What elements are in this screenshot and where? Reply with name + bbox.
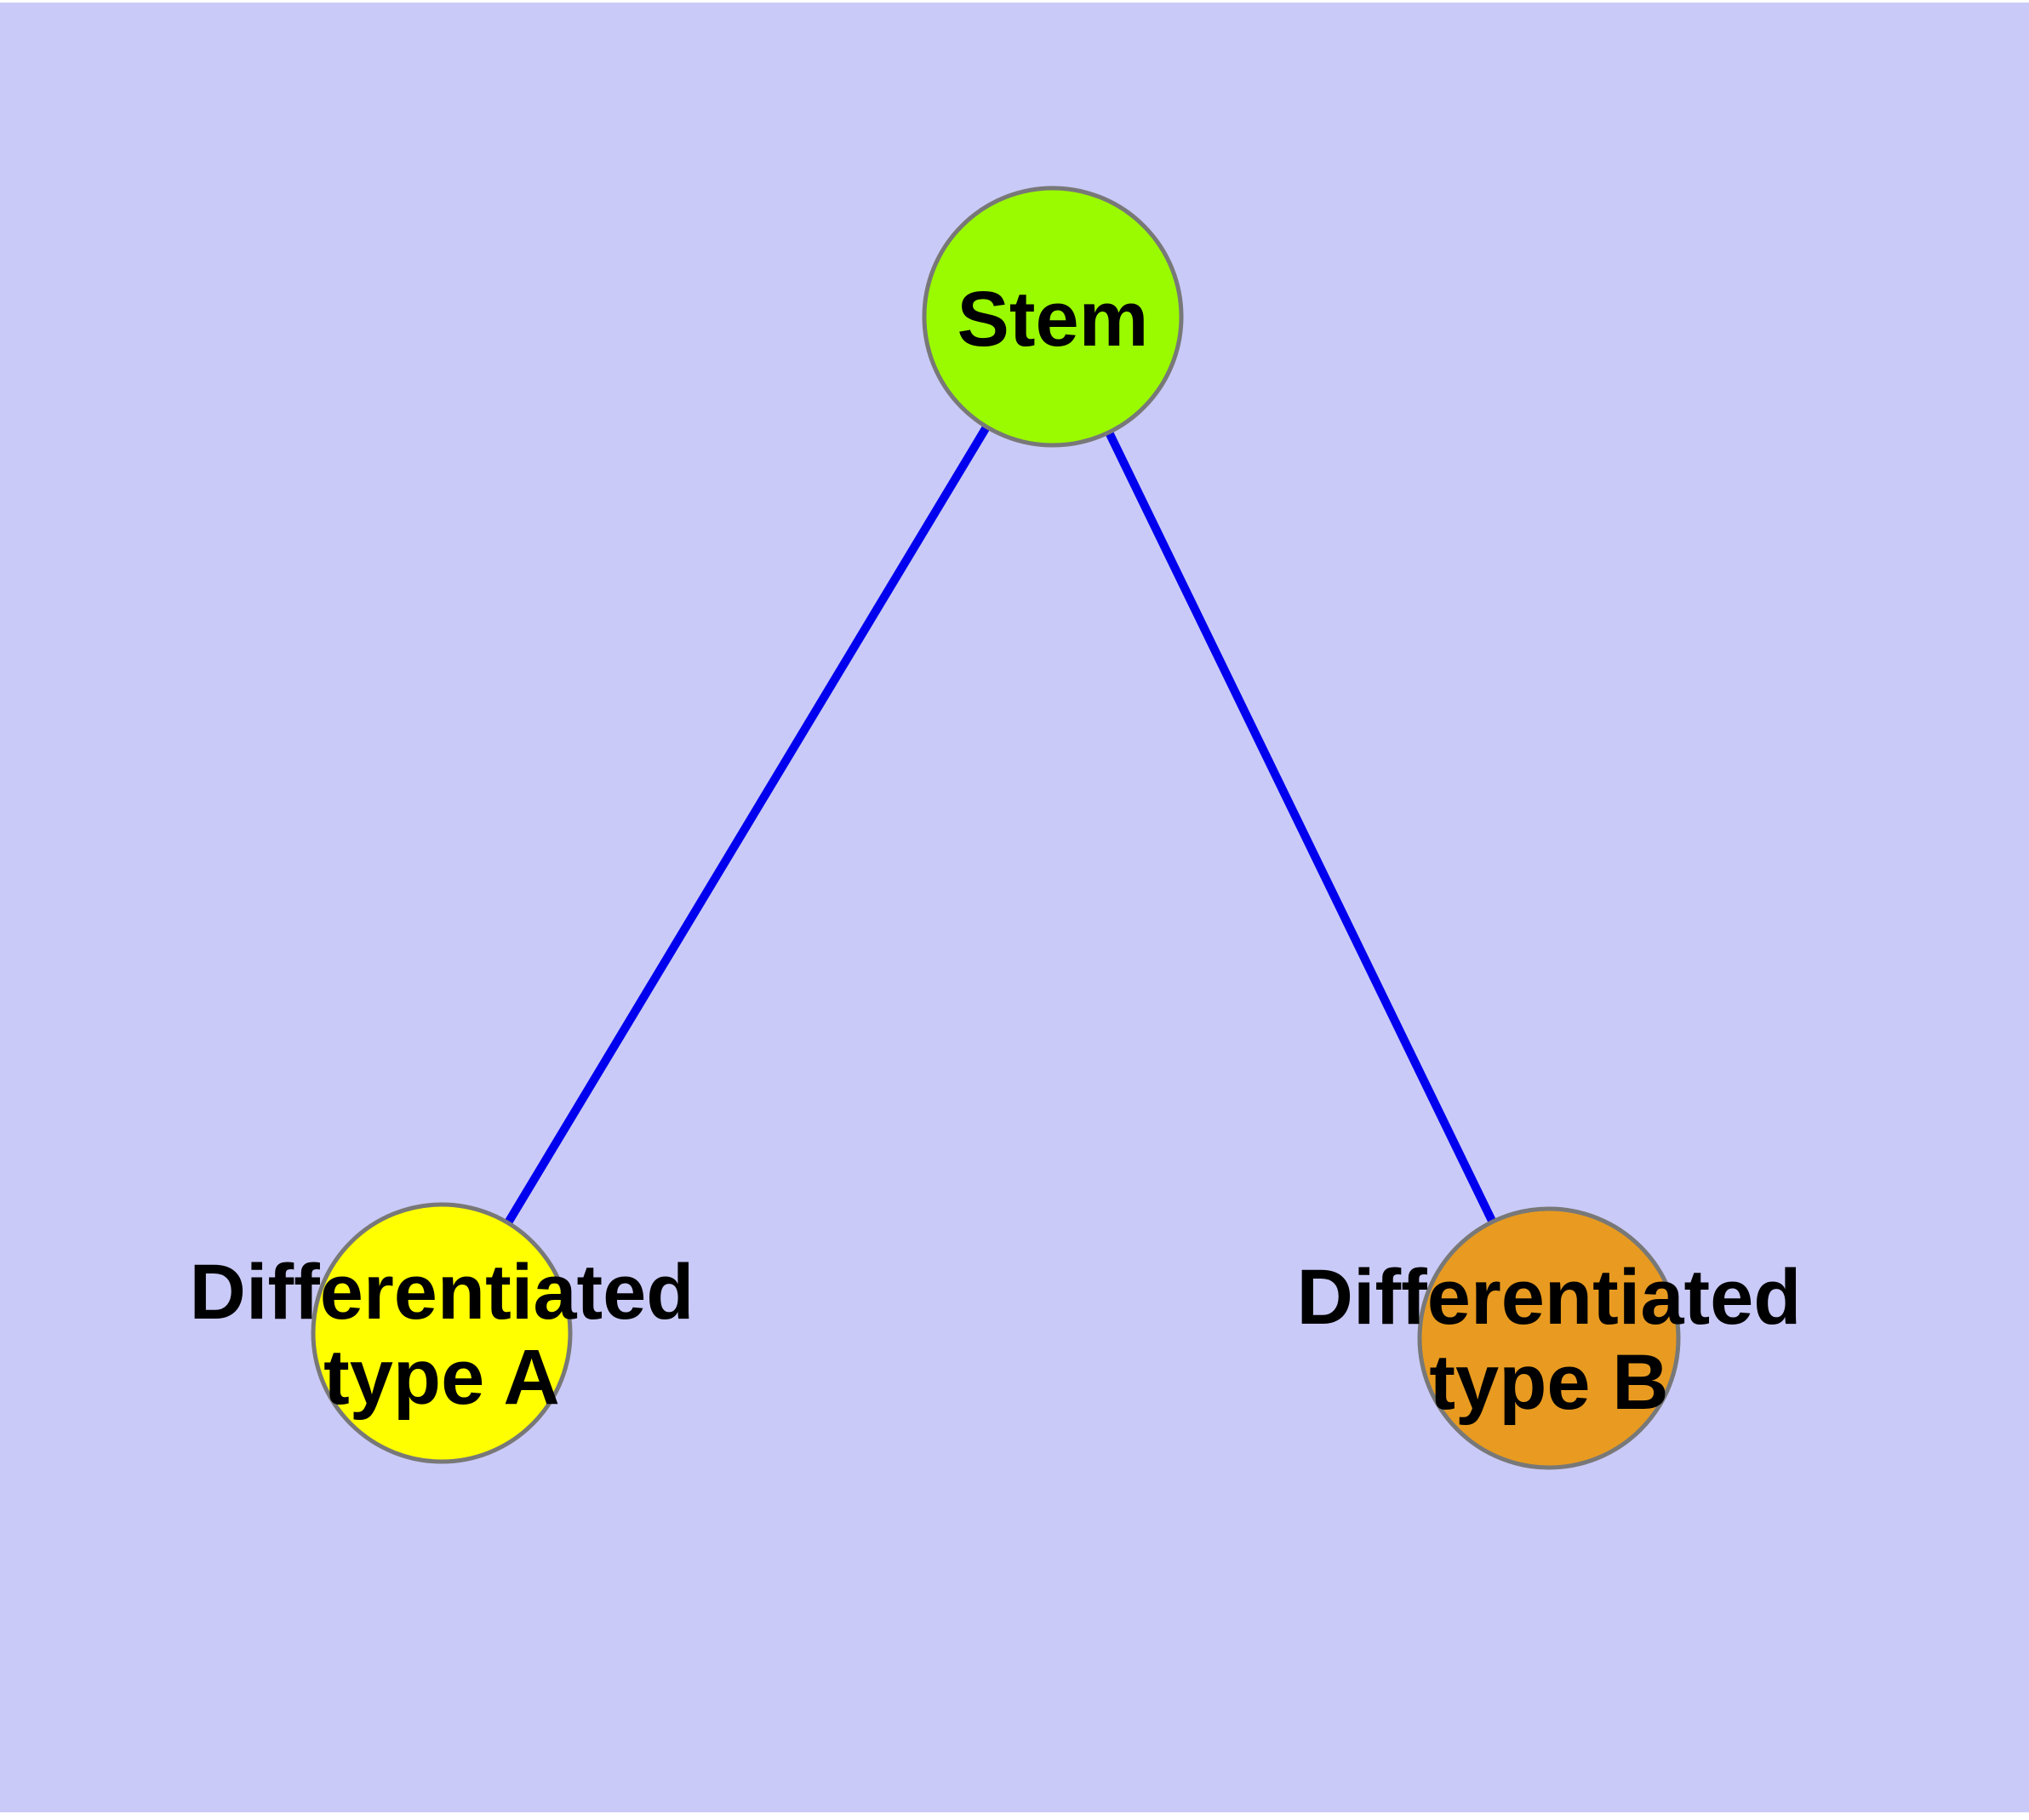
node-differentiated-type-a-border (311, 1202, 573, 1464)
node-label-differentiated-type-b: Differentiated type B (1296, 1254, 1802, 1426)
edge-stem-to-type-a (437, 312, 1057, 1337)
node-label-stem: Stem (957, 276, 1149, 363)
edge-stem-to-type-b (1049, 312, 1553, 1342)
node-stem-border (922, 186, 1184, 448)
node-differentiated-type-b-border (1417, 1206, 1681, 1470)
node-stem (924, 188, 1181, 445)
node-differentiated-type-a (313, 1205, 570, 1462)
node-differentiated-type-b (1420, 1209, 1678, 1468)
node-label-differentiated-type-a: Differentiated type A (189, 1249, 694, 1421)
